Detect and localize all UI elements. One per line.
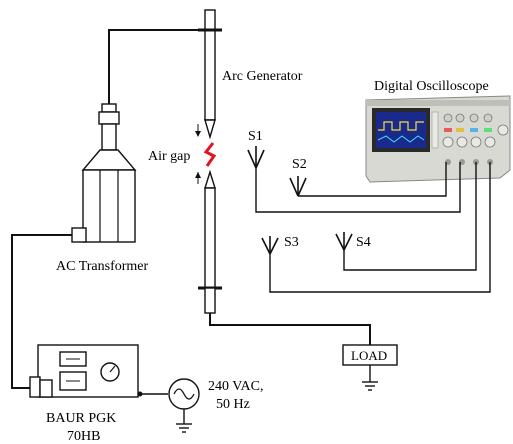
baur-pgk-unit bbox=[29, 344, 139, 398]
sensor-s3-antenna-icon bbox=[261, 236, 279, 255]
sensor-s1-label: S1 bbox=[248, 129, 263, 144]
sensor-s1-antenna-icon bbox=[247, 146, 265, 169]
sensor-s4-label: S4 bbox=[356, 235, 371, 250]
supply-label-line2: 50 Hz bbox=[216, 397, 250, 412]
sensor-s2-label: S2 bbox=[292, 157, 307, 172]
ac-transformer-label: AC Transformer bbox=[56, 259, 149, 274]
sensor-s3-cable bbox=[269, 162, 491, 293]
sensor-s1-cable bbox=[255, 162, 461, 213]
baur-label-line2: 70HB bbox=[67, 429, 100, 444]
ac-source-icon bbox=[168, 378, 200, 424]
transformer-to-baur-wire bbox=[11, 234, 72, 389]
load-label: LOAD bbox=[351, 348, 387, 363]
baur-label-line1: BAUR PGK bbox=[46, 411, 116, 426]
sensor-s4-cable bbox=[343, 162, 477, 271]
source-ground-icon bbox=[176, 423, 192, 433]
hv-wire bbox=[108, 29, 205, 104]
arc-generator-upper-electrode bbox=[198, 9, 222, 140]
ac-transformer bbox=[71, 103, 137, 243]
arc-to-load-wire bbox=[209, 313, 371, 345]
air-gap-arrows bbox=[195, 124, 201, 184]
arc-generator-lower-electrode bbox=[198, 169, 222, 314]
digital-oscilloscope bbox=[365, 95, 511, 183]
sensor-s2-antenna-icon bbox=[289, 176, 307, 197]
load-ground-icon bbox=[362, 381, 378, 391]
oscilloscope-label: Digital Oscilloscope bbox=[374, 79, 489, 94]
air-gap-label: Air gap bbox=[148, 149, 190, 164]
sensor-s2-cable bbox=[298, 162, 447, 197]
sensor-s4-antenna-icon bbox=[335, 232, 353, 251]
spark-icon bbox=[203, 142, 217, 167]
baur-output-terminal bbox=[137, 391, 143, 397]
supply-label-line1: 240 VAC, bbox=[208, 379, 264, 394]
load-box bbox=[342, 344, 398, 382]
sensor-s3-label: S3 bbox=[284, 235, 299, 250]
arc-generator-label: Arc Generator bbox=[222, 69, 303, 84]
